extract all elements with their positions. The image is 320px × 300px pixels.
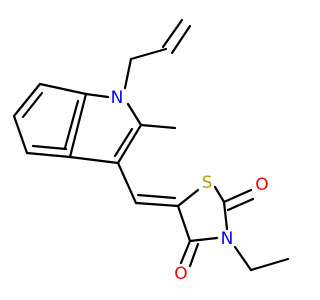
- atom-label-sulfur: S: [202, 173, 213, 193]
- bond-allyl-ch2-ch: [129, 47, 168, 61]
- bond-n1-c2: [126, 102, 143, 127]
- bond-c2-n3: [222, 200, 229, 231]
- bond-c7-c6: [12, 82, 42, 118]
- bond-n3-c4: [188, 236, 219, 243]
- bond-c2-methyl: [139, 123, 177, 130]
- bond-vinyl-double-b: [170, 24, 192, 55]
- bond-c7-c6-inner: [21, 91, 44, 119]
- bond-bridge-c5-double-a: [134, 201, 180, 208]
- bond-n1-allyl: [123, 57, 133, 90]
- bond-c2-o-a: [222, 188, 253, 204]
- molecule-structure: N S O N O: [12, 18, 290, 284]
- bond-s-c2: [213, 185, 226, 204]
- bond-c5-c4-inner: [31, 144, 68, 151]
- bond-c4-c5: [176, 204, 192, 243]
- bond-c4-o-b: [188, 242, 200, 268]
- bond-c3a-c7a-inner: [63, 99, 80, 150]
- bond-c6-c5: [12, 114, 29, 155]
- bond-c3a-c7a: [68, 92, 88, 159]
- bond-c7a-c7: [38, 82, 88, 96]
- bond-bridge-c5-double-b: [136, 193, 177, 200]
- bond-ethyl-ch2-ch3: [249, 257, 290, 272]
- bond-c3-bridge: [116, 161, 138, 205]
- bond-c5-c4: [25, 151, 72, 159]
- atom-label-carbonyl-oxygen-top: O: [255, 175, 268, 195]
- bond-n3-ethyl: [233, 245, 253, 272]
- atom-label-indole-nitrogen: N: [111, 88, 124, 108]
- bonds: [12, 18, 290, 272]
- bond-c2-o-b: [226, 197, 255, 212]
- bond-c4-o-a: [179, 239, 192, 265]
- bond-c2-c3-inner: [113, 127, 134, 158]
- atom-label-carbonyl-oxygen-bottom: O: [174, 264, 187, 284]
- bond-vinyl-double-a: [161, 18, 184, 49]
- atom-label-imide-nitrogen: N: [221, 229, 234, 249]
- bond-c3-c3a: [68, 155, 120, 165]
- bond-c2-c3: [116, 123, 143, 165]
- bond-c5-s: [176, 188, 200, 208]
- atom-labels: N S O N O: [111, 88, 269, 284]
- bond-n1-c7a: [84, 92, 110, 99]
